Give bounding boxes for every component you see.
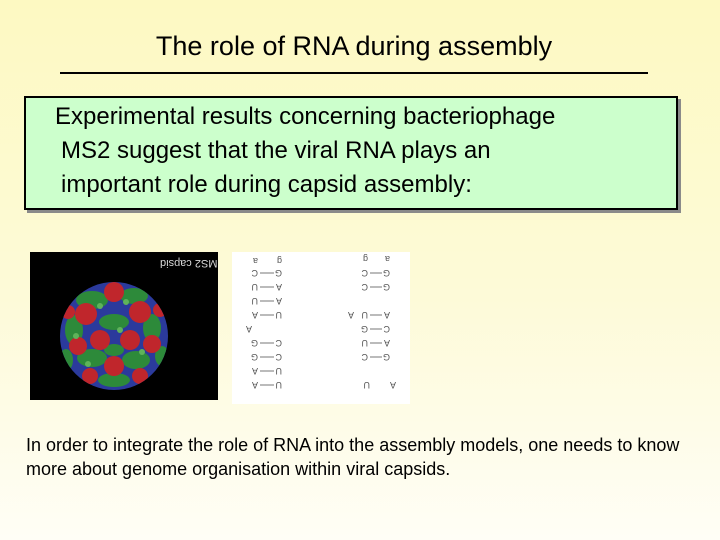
intro-line: Experimental results concerning bacterio…	[55, 103, 556, 130]
svg-text:G: G	[383, 282, 390, 292]
svg-text:G: G	[251, 338, 258, 348]
svg-text:A: A	[252, 380, 258, 390]
svg-text:A: A	[390, 380, 396, 390]
capsid-image-label: MS2 capsid	[160, 257, 218, 269]
slide-title: The role of RNA during assembly	[155, 31, 553, 61]
svg-text:A: A	[276, 282, 282, 292]
svg-text:U: U	[362, 310, 369, 320]
svg-text:A: A	[348, 310, 354, 320]
svg-text:C: C	[361, 282, 368, 292]
svg-text:U: U	[276, 380, 283, 390]
svg-text:A: A	[252, 310, 258, 320]
ms2-capsid-image: MS2 capsid	[30, 252, 218, 400]
svg-text:g: g	[363, 254, 368, 264]
svg-text:C: C	[275, 338, 282, 348]
svg-text:G: G	[383, 352, 390, 362]
capsid-render	[60, 282, 168, 390]
hairpin-glyphs: UA UA CG CG A UA AU AU GC ga AU GC AU CG…	[246, 254, 396, 390]
svg-text:A: A	[384, 338, 390, 348]
svg-text:C: C	[383, 324, 390, 334]
svg-text:A: A	[246, 324, 252, 334]
capsid-protein-patches	[60, 282, 168, 387]
svg-text:U: U	[276, 310, 283, 320]
svg-text:U: U	[276, 366, 283, 376]
svg-text:G: G	[251, 352, 258, 362]
title-underline	[60, 72, 648, 74]
svg-text:U: U	[364, 380, 371, 390]
svg-text:C: C	[361, 352, 368, 362]
svg-text:U: U	[252, 296, 259, 306]
svg-text:A: A	[384, 310, 390, 320]
svg-text:a: a	[385, 254, 390, 264]
svg-text:a: a	[253, 256, 258, 266]
intro-callout-box: Experimental results concerning bacterio…	[24, 96, 678, 210]
svg-text:C: C	[361, 268, 368, 278]
intro-line: MS2 suggest that the viral RNA plays an	[61, 137, 491, 164]
svg-text:A: A	[276, 296, 282, 306]
hairpin-structures: UA UA CG CG A UA AU AU GC ga AU GC AU CG…	[246, 254, 396, 390]
svg-text:C: C	[275, 352, 282, 362]
svg-text:G: G	[383, 268, 390, 278]
svg-text:G: G	[275, 268, 282, 278]
intro-line: important role during capsid assembly:	[61, 171, 472, 198]
svg-text:C: C	[251, 268, 258, 278]
svg-text:g: g	[277, 256, 282, 266]
svg-text:A: A	[252, 366, 258, 376]
svg-text:U: U	[362, 338, 369, 348]
svg-text:G: G	[361, 324, 368, 334]
conclusion-caption: In order to integrate the role of RNA in…	[26, 435, 680, 479]
svg-text:U: U	[252, 282, 259, 292]
